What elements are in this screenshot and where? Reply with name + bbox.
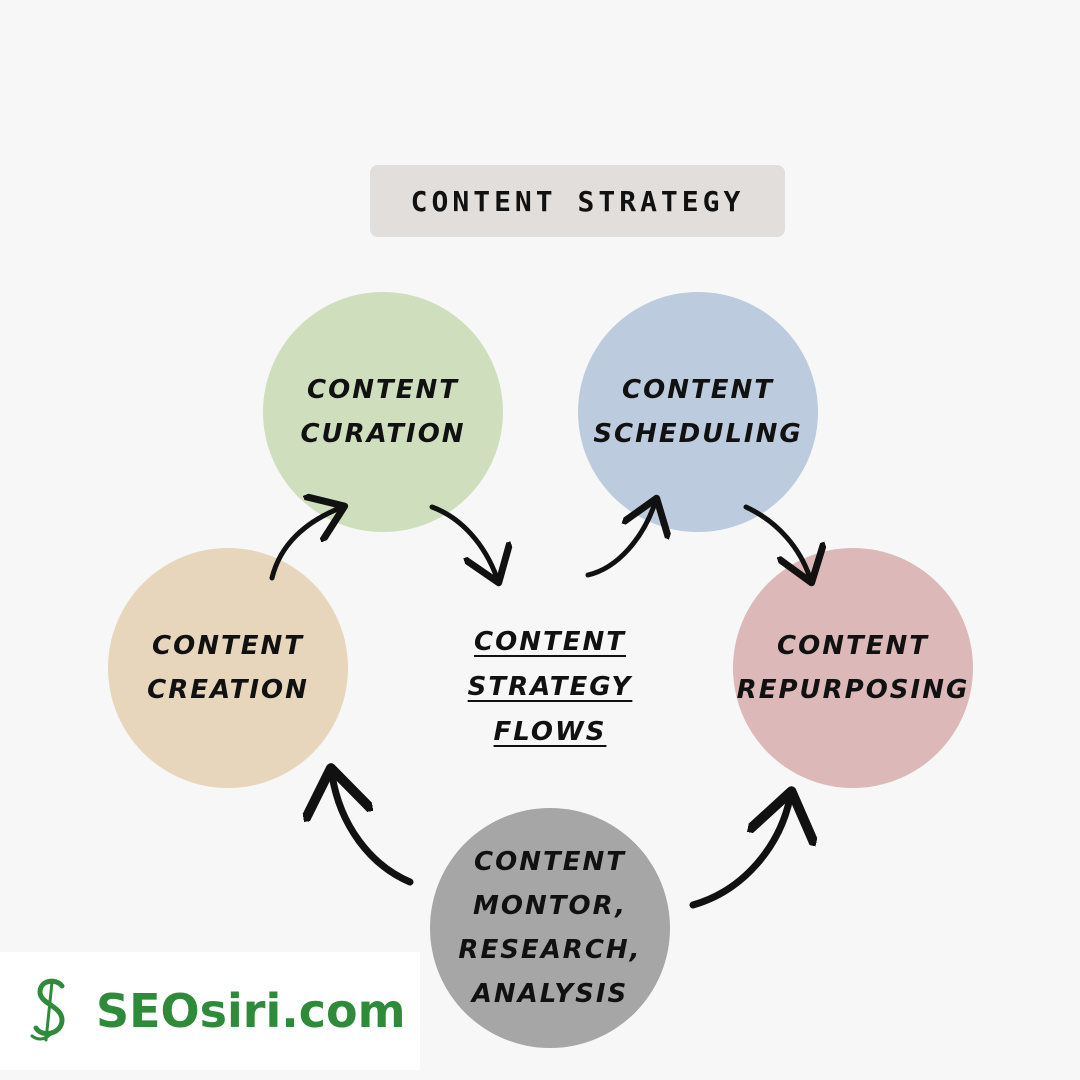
node-content-creation-label: CONTENT CREATION xyxy=(147,631,309,705)
seosiri-logo-text: SEOsiri.com xyxy=(96,984,406,1038)
center-label: CONTENT STRATEGY FLOWS xyxy=(440,620,660,755)
arrow-scheduling-to-repurposing xyxy=(743,504,810,578)
node-content-scheduling-label: CONTENT SCHEDULING xyxy=(593,375,803,449)
arrow-monitor-to-repurposing xyxy=(689,798,790,909)
center-label-line-2: STRATEGY xyxy=(467,672,633,702)
seosiri-logo-mark-icon xyxy=(30,978,65,1042)
arrow-creation-to-curation xyxy=(269,508,340,581)
arrow-monitor-to-creation xyxy=(332,775,414,886)
seosiri-logo: SEOsiri.com xyxy=(0,952,420,1070)
arrow-curation-to-center xyxy=(429,504,497,578)
arrow-center-to-scheduling xyxy=(585,503,655,578)
node-content-repurposing-label: CONTENT REPURPOSING xyxy=(736,631,970,705)
node-content-creation: CONTENT CREATION xyxy=(108,548,348,788)
diagram-title: CONTENT STRATEGY xyxy=(370,165,785,237)
node-content-curation: CONTENT CURATION xyxy=(263,292,503,532)
center-label-line-3: FLOWS xyxy=(493,717,607,747)
node-content-monitor-label: CONTENT MONTOR, RESEARCH, ANALYSIS xyxy=(458,847,642,1009)
center-label-line-1: CONTENT xyxy=(474,627,626,657)
node-content-repurposing: CONTENT REPURPOSING xyxy=(733,548,973,788)
node-content-monitor: CONTENT MONTOR, RESEARCH, ANALYSIS xyxy=(430,808,670,1048)
node-content-curation-label: CONTENT CURATION xyxy=(300,375,466,449)
node-content-scheduling: CONTENT SCHEDULING xyxy=(578,292,818,532)
